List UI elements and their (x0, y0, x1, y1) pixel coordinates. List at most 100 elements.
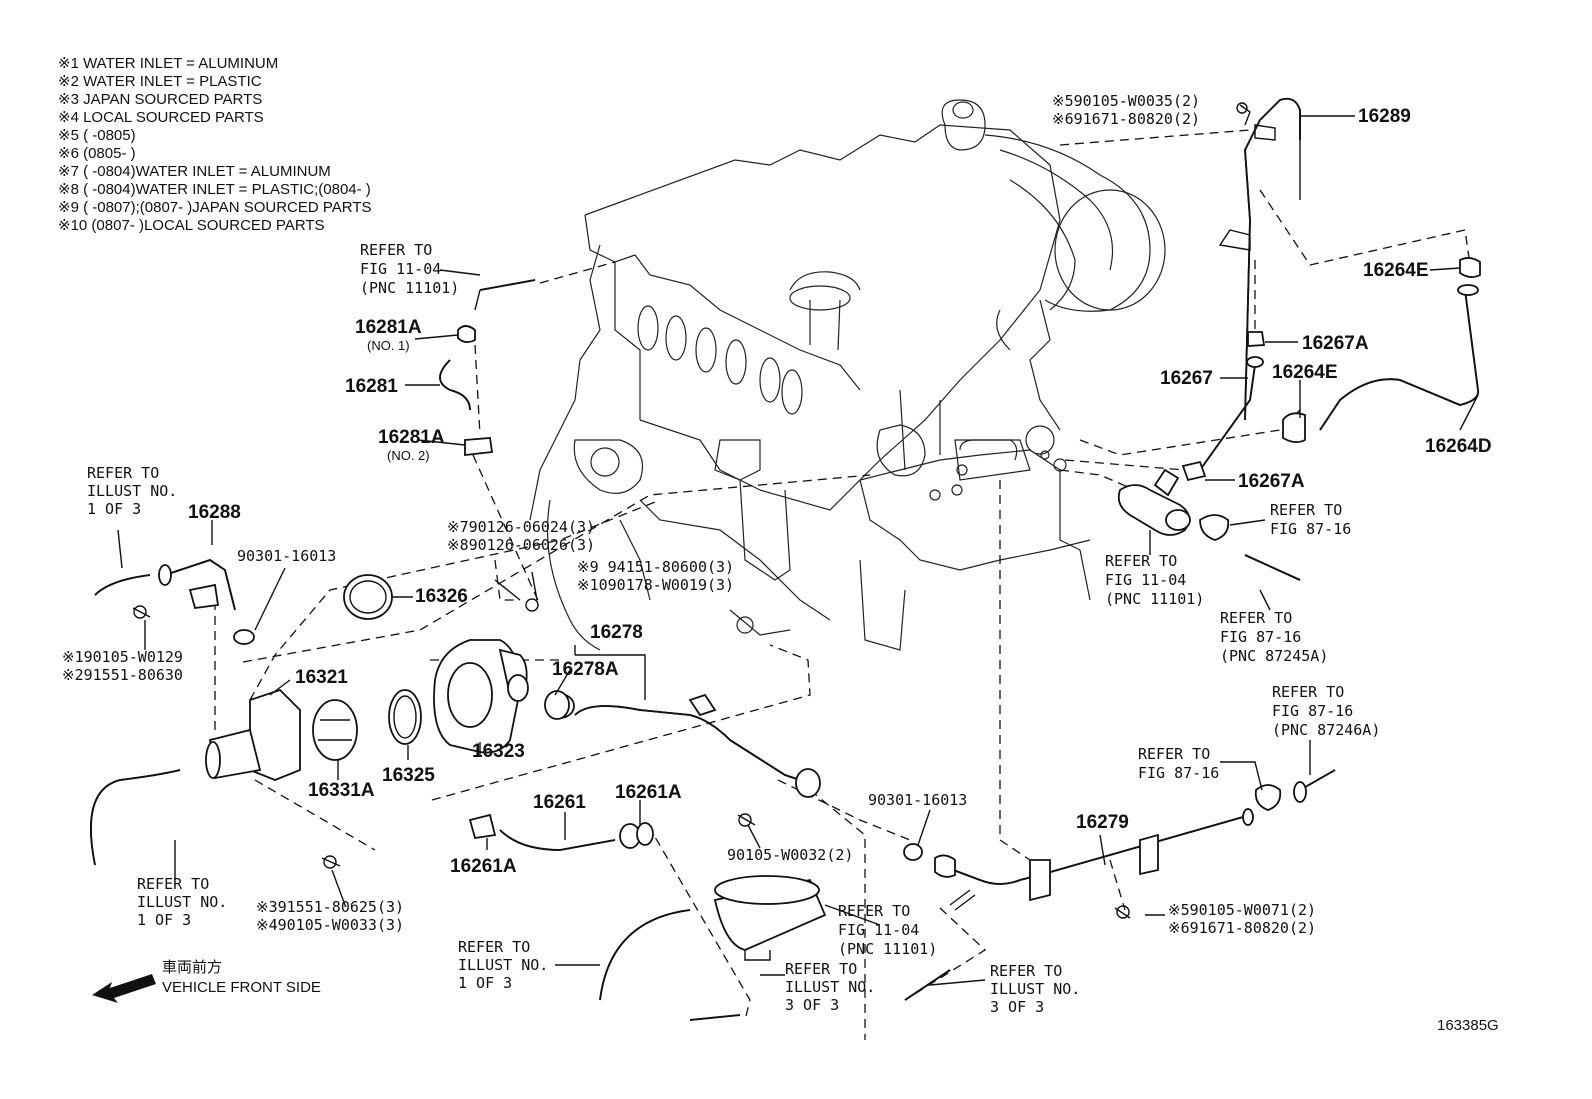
label-90301-16013-a: 90301-16013 (237, 547, 336, 565)
label-16288: 16288 (188, 502, 241, 523)
label-90105-w0032: 90105-W0032(2) (727, 846, 853, 864)
label-note5-bolt-top: ※590105-W0035(2) (1052, 92, 1200, 110)
svg-text:REFER TO: REFER TO (1220, 609, 1292, 627)
label-16267: 16267 (1160, 368, 1213, 389)
ref-fig-87-16-d: REFER TO FIG 87-16 (1138, 745, 1219, 782)
engine-block-drawing (529, 99, 1166, 651)
label-note7-bolt: ※790126-06024(3) (447, 518, 595, 536)
svg-text:REFER TO: REFER TO (137, 875, 209, 893)
label-note2-bolt: ※291551-80630 (62, 666, 183, 684)
ref-illust-left-top: REFER TO ILLUST NO. 1 OF 3 (87, 464, 177, 518)
label-16278: 16278 (590, 622, 643, 643)
svg-text:REFER TO: REFER TO (1270, 501, 1342, 519)
svg-text:ILLUST NO.: ILLUST NO. (458, 956, 548, 974)
label-16261a-top: 16261A (615, 782, 682, 803)
label-16323: 16323 (472, 741, 525, 762)
ref-fig-87-16-a: REFER TO FIG 87-16 (1270, 501, 1351, 538)
label-16325: 16325 (382, 765, 435, 786)
svg-text:3 OF 3: 3 OF 3 (990, 998, 1044, 1016)
vehicle-front-jp: 車両前方 (162, 959, 222, 976)
label-16321: 16321 (295, 667, 348, 688)
note-1: ※1 WATER INLET = ALUMINUM (58, 55, 278, 72)
part-labels: 16289 16264E 16267A 16267 16264E 16264D … (188, 106, 1492, 877)
label-16281a-no2: 16281A (378, 427, 445, 448)
label-16279: 16279 (1076, 812, 1129, 833)
svg-text:REFER TO: REFER TO (1105, 552, 1177, 570)
label-16278a: 16278A (552, 659, 619, 680)
label-16281: 16281 (345, 376, 398, 397)
svg-text:FIG 11-04: FIG 11-04 (838, 921, 919, 939)
ref-fig-11-04-bottom: REFER TO FIG 11-04 (PNC 11101) (838, 902, 937, 958)
svg-text:FIG 11-04: FIG 11-04 (360, 260, 441, 278)
svg-text:REFER TO: REFER TO (1138, 745, 1210, 763)
ref-illust-3of3-a: REFER TO ILLUST NO. 3 OF 3 (785, 960, 875, 1014)
svg-text:1 OF 3: 1 OF 3 (137, 911, 191, 929)
svg-text:FIG 11-04: FIG 11-04 (1105, 571, 1186, 589)
ref-fig-87-16-b: REFER TO FIG 87-16 (PNC 87245A) (1220, 609, 1328, 665)
label-16267a-bottom: 16267A (1238, 471, 1305, 492)
fastener-labels: 90301-16013 90301-16013 ※790126-06024(3)… (62, 92, 1316, 937)
leader-lines (117, 115, 1479, 986)
svg-text:FIG 87-16: FIG 87-16 (1220, 628, 1301, 646)
label-16261: 16261 (533, 792, 586, 813)
label-note3-bolt: ※391551-80625(3) (256, 898, 404, 916)
ref-fig-87-16-c: REFER TO FIG 87-16 (PNC 87246A) (1272, 683, 1380, 739)
label-note5-bolt-bottom: ※590105-W0071(2) (1168, 901, 1316, 919)
note-3: ※3 JAPAN SOURCED PARTS (58, 91, 262, 108)
label-16326: 16326 (415, 586, 468, 607)
svg-text:ILLUST NO.: ILLUST NO. (990, 980, 1080, 998)
vehicle-front-en: VEHICLE FRONT SIDE (162, 979, 321, 996)
ref-illust-bottom-mid: REFER TO ILLUST NO. 1 OF 3 (458, 938, 548, 992)
svg-text:(PNC 11101): (PNC 11101) (1105, 590, 1204, 608)
svg-text:REFER TO: REFER TO (785, 960, 857, 978)
label-16281a-no1-sub: (NO. 1) (367, 338, 410, 353)
svg-text:(PNC 87246A): (PNC 87246A) (1272, 721, 1380, 739)
note-5: ※5 ( -0805) (58, 127, 136, 144)
vehicle-front-indicator: 車両前方 VEHICLE FRONT SIDE (92, 959, 321, 1003)
note-6: ※6 (0805- ) (58, 145, 136, 162)
ref-illust-3of3-b: REFER TO ILLUST NO. 3 OF 3 (990, 962, 1080, 1016)
svg-text:REFER TO: REFER TO (87, 464, 159, 482)
ref-fig-11-04-right: REFER TO FIG 11-04 (PNC 11101) (1105, 552, 1204, 608)
svg-text:REFER TO: REFER TO (458, 938, 530, 956)
note-7: ※7 ( -0804)WATER INLET = ALUMINUM (58, 163, 331, 180)
svg-text:FIG 87-16: FIG 87-16 (1138, 764, 1219, 782)
ref-fig-11-04-top: REFER TO FIG 11-04 (PNC 11101) (360, 241, 459, 297)
svg-text:(PNC 11101): (PNC 11101) (838, 940, 937, 958)
notes-list: ※1 WATER INLET = ALUMINUM ※2 WATER INLET… (58, 55, 372, 234)
label-16281a-no2-sub: (NO. 2) (387, 448, 430, 463)
note-10: ※10 (0807- )LOCAL SOURCED PARTS (58, 217, 325, 234)
label-note1-bolt: ※190105-W0129 (62, 648, 183, 666)
svg-text:ILLUST NO.: ILLUST NO. (87, 482, 177, 500)
svg-text:REFER TO: REFER TO (360, 241, 432, 259)
note-9: ※9 ( -0807);(0807- )JAPAN SOURCED PARTS (58, 199, 372, 216)
part-drawings (90, 97, 1481, 1021)
svg-text:(PNC 11101): (PNC 11101) (360, 279, 459, 297)
label-16264e-top: 16264E (1363, 260, 1429, 281)
svg-text:FIG 87-16: FIG 87-16 (1270, 520, 1351, 538)
label-note4-bolt: ※490105-W0033(3) (256, 916, 404, 934)
label-16331a: 16331A (308, 780, 375, 801)
svg-text:FIG 87-16: FIG 87-16 (1272, 702, 1353, 720)
label-16281a-no1: 16281A (355, 317, 422, 338)
label-note10-nut: ※1090178-W0019(3) (577, 576, 734, 594)
label-16264d: 16264D (1425, 436, 1492, 457)
svg-text:1 OF 3: 1 OF 3 (458, 974, 512, 992)
svg-text:REFER TO: REFER TO (838, 902, 910, 920)
svg-text:REFER TO: REFER TO (1272, 683, 1344, 701)
svg-text:1 OF 3: 1 OF 3 (87, 500, 141, 518)
svg-text:3 OF 3: 3 OF 3 (785, 996, 839, 1014)
refer-callouts: REFER TO FIG 11-04 (PNC 11101) REFER TO … (87, 241, 1380, 1016)
label-note9-nut: ※9 94151-80600(3) (577, 558, 734, 576)
label-note6-bolt-top: ※691671-80820(2) (1052, 110, 1200, 128)
svg-text:ILLUST NO.: ILLUST NO. (785, 978, 875, 996)
svg-text:(PNC 87245A): (PNC 87245A) (1220, 647, 1328, 665)
label-16267a-top: 16267A (1302, 333, 1369, 354)
svg-text:REFER TO: REFER TO (990, 962, 1062, 980)
note-8: ※8 ( -0804)WATER INLET = PLASTIC;(0804- … (58, 181, 371, 198)
label-note6-bolt-bottom: ※691671-80820(2) (1168, 919, 1316, 937)
arrow-left-icon (92, 974, 156, 1003)
label-16289: 16289 (1358, 106, 1411, 127)
note-4: ※4 LOCAL SOURCED PARTS (58, 109, 264, 126)
